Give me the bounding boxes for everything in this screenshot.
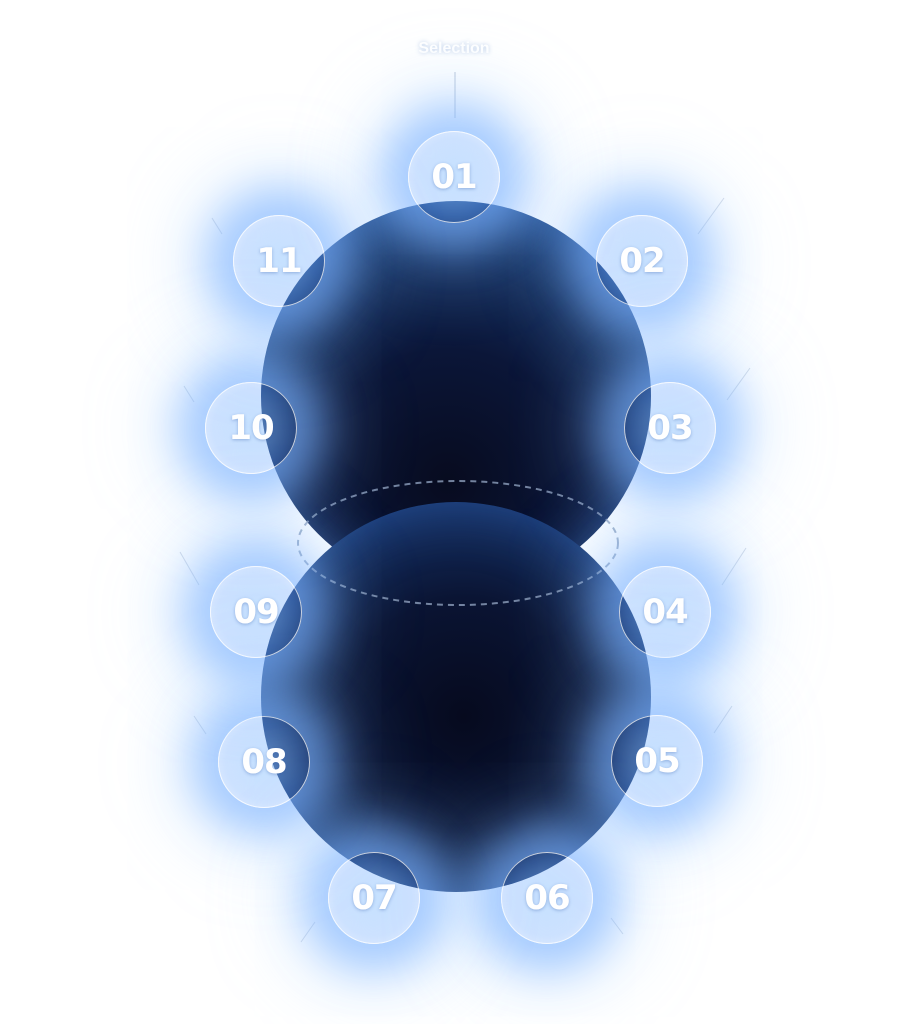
connector-11 — [211, 217, 223, 235]
bottom-sphere — [261, 502, 651, 892]
node-03: 03 — [624, 382, 716, 474]
node-label: 11 — [256, 241, 302, 281]
connector-07 — [300, 921, 316, 943]
node-label: 10 — [228, 408, 274, 448]
diagram-caption: Selection — [418, 40, 490, 57]
connector-02 — [697, 197, 725, 235]
connector-09 — [179, 551, 200, 586]
node-10: 10 — [205, 382, 297, 474]
node-09: 09 — [210, 566, 302, 658]
node-label: 03 — [647, 408, 693, 448]
node-02: 02 — [596, 215, 688, 307]
node-06: 06 — [501, 852, 593, 944]
node-05: 05 — [611, 715, 703, 807]
node-label: 01 — [431, 157, 477, 197]
node-label: 09 — [233, 592, 279, 632]
node-label: 07 — [351, 878, 397, 918]
node-label: 02 — [619, 241, 665, 281]
connector-10 — [183, 385, 195, 403]
node-07: 07 — [328, 852, 420, 944]
node-label: 04 — [642, 592, 688, 632]
node-label: 08 — [241, 742, 287, 782]
connector-04 — [721, 547, 747, 586]
node-08: 08 — [218, 716, 310, 808]
node-label: 06 — [524, 878, 570, 918]
connector-05 — [713, 705, 733, 734]
connector-06 — [610, 917, 624, 935]
connector-03 — [726, 367, 751, 401]
connector-08 — [193, 715, 207, 735]
node-04: 04 — [619, 566, 711, 658]
node-label: 05 — [634, 741, 680, 781]
node-11: 11 — [233, 215, 325, 307]
node-01: 01 — [408, 131, 500, 223]
